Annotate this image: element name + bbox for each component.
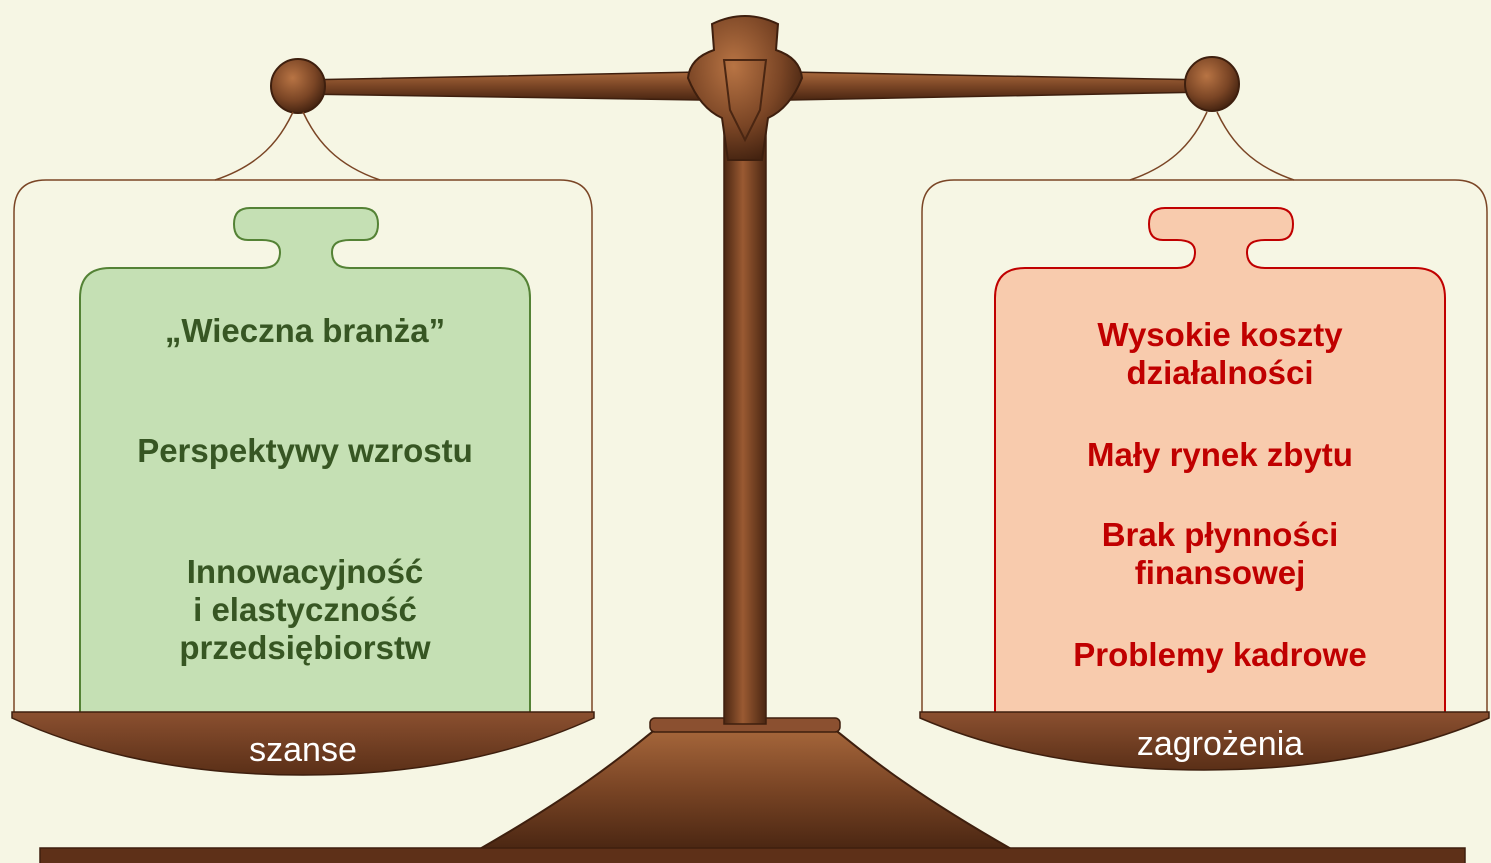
right-pan-label: zagrożenia [1136, 725, 1304, 763]
left-pan-frame [13, 179, 593, 712]
right-item-3-line-1: Brak płynności [1101, 516, 1339, 553]
right-pan-frame [921, 179, 1488, 712]
left-pan [11, 711, 595, 776]
left-pan-label: szanse [249, 731, 357, 769]
left-item-3-line-3: przedsiębiorstw [179, 629, 431, 666]
left-item-2: Perspektywy wzrostu [137, 432, 473, 469]
right-beam-knob [1184, 56, 1240, 112]
right-item-1-line-1: Wysokie koszty [1097, 316, 1343, 353]
right-pan [919, 711, 1490, 771]
scale-pivot-ornament [686, 15, 804, 161]
scale-pillar [723, 129, 767, 725]
right-pan-strings [1129, 111, 1295, 181]
base-platform [39, 847, 1466, 863]
right-item-1-line-2: działalności [1126, 354, 1314, 391]
left-item-1: „Wieczna branża” [164, 312, 446, 349]
left-beam-knob [270, 58, 326, 114]
right-item-2: Mały rynek zbytu [1087, 436, 1353, 473]
left-item-3-line-1: Innowacyjność [186, 553, 424, 590]
scale-base [474, 725, 1017, 851]
right-item-4: Problemy kadrowe [1073, 636, 1367, 673]
right-item-3-line-2: finansowej [1134, 554, 1306, 591]
pivot-ornament-detail [722, 59, 768, 143]
left-pan-strings [214, 111, 381, 181]
left-item-3-line-2: i elastyczność [193, 591, 417, 628]
left-weight [79, 207, 531, 715]
right-weight [994, 207, 1446, 715]
